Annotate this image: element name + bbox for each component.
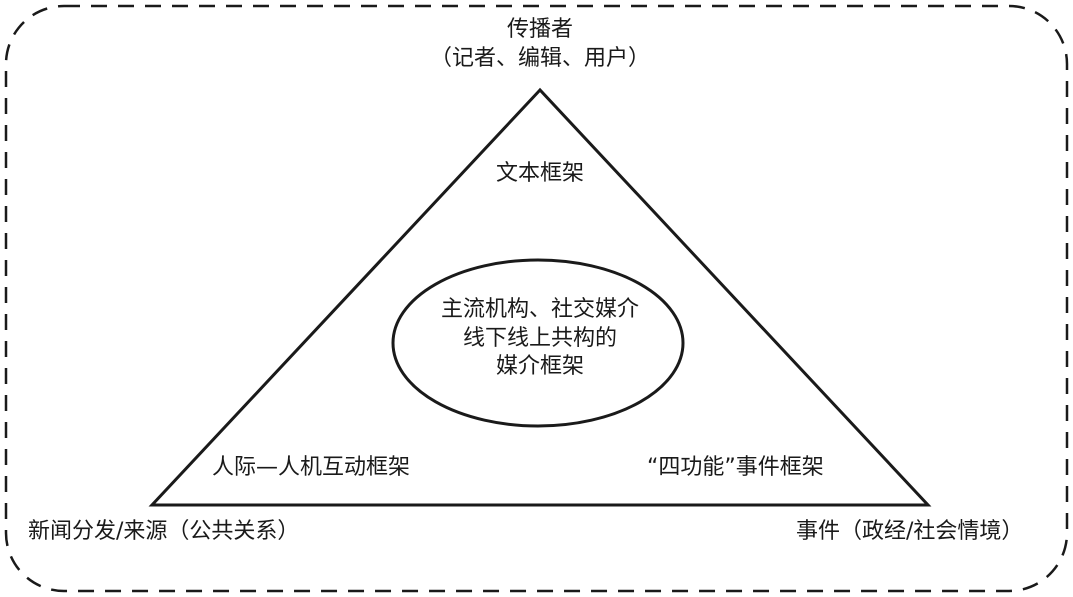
event-context-node: 事件（政经/社会情境） [796,519,1024,544]
event-frame-label: “四功能”事件框架 [647,455,824,480]
communicator-node: 传播者 （记者、编辑、用户） [430,16,650,73]
framing-triangle [148,87,932,507]
communicator-subtitle: （记者、编辑、用户） [429,45,651,71]
news-distribution-node: 新闻分发/来源（公共关系） [28,519,300,544]
media-frame-line-2: 线下线上共构的 [462,325,618,351]
interaction-frame-label: 人际—人机互动框架 [212,455,411,480]
media-frame-line-3: 媒介框架 [495,354,585,380]
media-frame-label: 主流机构、社交媒介 线下线上共构的 媒介框架 [441,296,639,382]
media-frame-line-1: 主流机构、社交媒介 [440,297,640,322]
outer-dashed-boundary [4,4,1069,593]
communicator-title: 传播者 [506,17,574,42]
text-frame-label: 文本框架 [495,161,585,186]
center-ellipse [391,258,685,428]
